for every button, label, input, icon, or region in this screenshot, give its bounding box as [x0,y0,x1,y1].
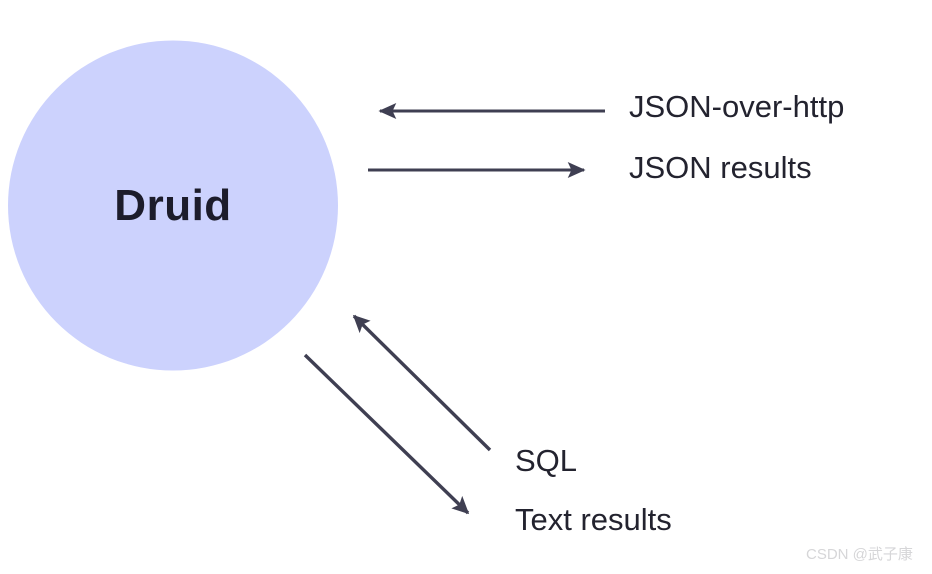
csdn-watermark: CSDN @武子康 [806,546,913,563]
edge-label-json-results: JSON results [629,150,812,185]
edge-label-json-over-http: JSON-over-http [629,89,845,124]
edge-sql-arrow [352,314,492,452]
edge-label-text-results: Text results [515,502,672,537]
edge-label-sql: SQL [515,443,578,478]
druid-node-circle [8,40,338,371]
edge-text-results-arrow [303,353,470,515]
druid-node-label: Druid [114,181,232,230]
